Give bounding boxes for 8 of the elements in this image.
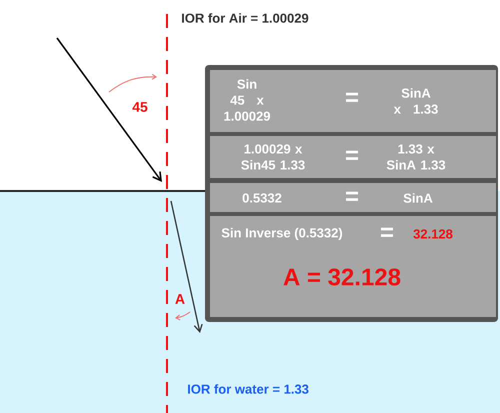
equation-row: Sin 45 x 1.00029 = SinA x 1.33 [210, 70, 496, 132]
equation-row: 1.00029 x Sin45 1.33 = 1.33 x SinA 1.33 [210, 136, 496, 178]
equation-row: Sin Inverse (0.5332) = 32.128 A = 32.128 [210, 216, 496, 317]
text-label: IOR for water = 1.33 [188, 384, 308, 394]
text-label: 45 [132, 102, 148, 112]
equation-row: 0.5332 = SinA [210, 183, 496, 212]
text-label: IOR for Air = 1.00029 [182, 13, 308, 23]
text-label: A [175, 294, 185, 304]
